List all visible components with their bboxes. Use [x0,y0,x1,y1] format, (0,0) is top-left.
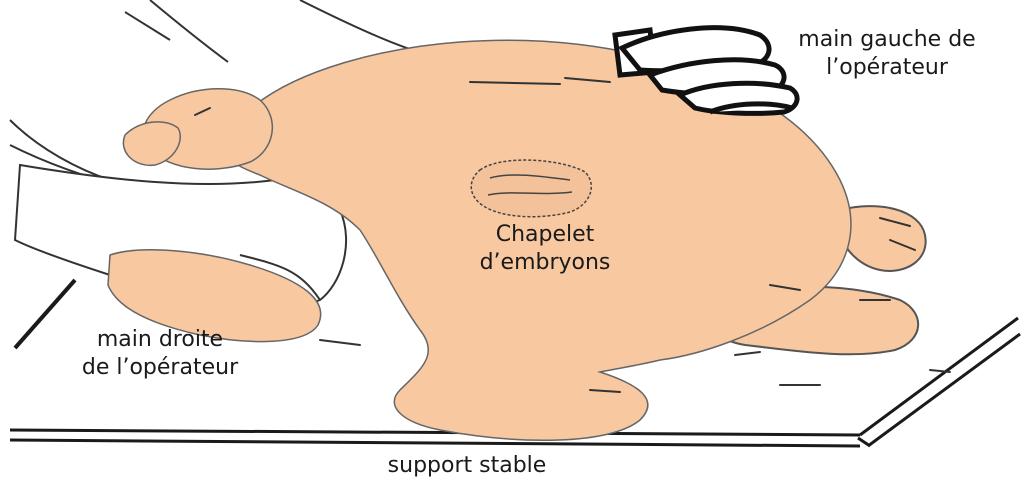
tail [840,206,926,271]
label-right-hand: main droite de l’opérateur [60,326,260,382]
label-embryos-line-2: d’embryons [470,249,620,277]
label-right-hand-line-1: main droite [60,326,260,354]
label-embryos: Chapelet d’embryons [470,221,620,277]
label-support: support stable [352,452,582,480]
label-left-hand-line-1: main gauche de [772,26,1002,54]
label-left-hand: main gauche de l’opérateur [772,26,1002,82]
label-embryos-line-1: Chapelet [470,221,620,249]
label-right-hand-line-2: de l’opérateur [60,354,260,382]
label-left-hand-line-2: l’opérateur [772,54,1002,82]
embryo-chain [471,160,591,217]
